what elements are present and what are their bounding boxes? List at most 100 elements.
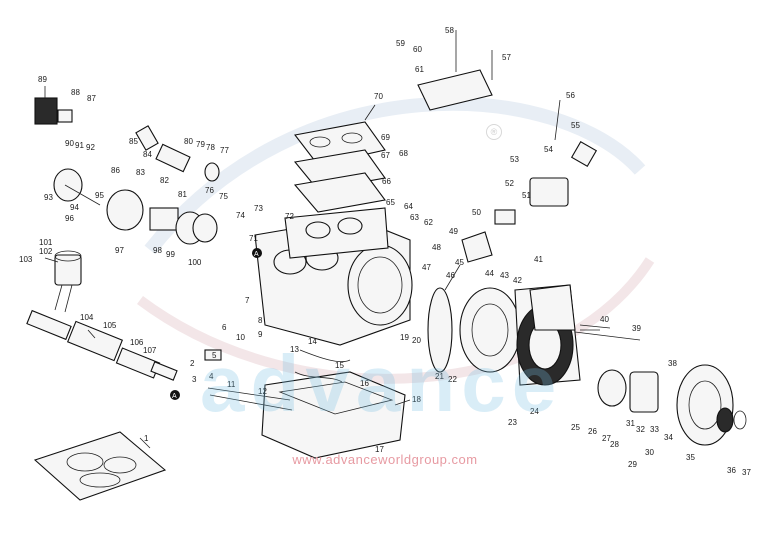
callout-label-16: 16 — [360, 379, 369, 388]
callout-label-58: 58 — [445, 26, 454, 35]
callout-label-12: 12 — [258, 387, 267, 396]
flange-part — [53, 168, 218, 245]
callout-label-89: 89 — [38, 75, 47, 84]
callout-label-85: 85 — [129, 137, 138, 146]
callout-label-93: 93 — [44, 193, 53, 202]
callout-label-55: 55 — [571, 121, 580, 130]
callout-label-29: 29 — [628, 460, 637, 469]
callout-label-73: 73 — [254, 204, 263, 213]
callout-label-49: 49 — [449, 227, 458, 236]
registered-mark-icon: ® — [486, 124, 502, 140]
crankshaft-part — [26, 309, 178, 381]
callout-label-46: 46 — [446, 271, 455, 280]
callout-label-41: 41 — [534, 255, 543, 264]
callout-label-15: 15 — [335, 361, 344, 370]
callout-label-1: 1 — [144, 434, 149, 443]
callout-label-61: 61 — [415, 65, 424, 74]
callout-label-87: 87 — [87, 94, 96, 103]
callout-label-25: 25 — [571, 423, 580, 432]
callout-label-60: 60 — [413, 45, 422, 54]
callout-label-59: 59 — [396, 39, 405, 48]
callout-label-104: 104 — [80, 313, 94, 322]
callout-label-96: 96 — [65, 214, 74, 223]
watermark-logo-text: advance — [200, 339, 563, 428]
callout-label-107: 107 — [143, 346, 157, 355]
callout-label-13: 13 — [290, 345, 299, 354]
callout-label-30: 30 — [645, 448, 654, 457]
callout-label-72: 72 — [285, 212, 294, 221]
callout-label-86: 86 — [111, 166, 120, 175]
callout-label-43: 43 — [500, 271, 509, 280]
callout-label-84: 84 — [143, 150, 152, 159]
piston-assembly-part — [54, 250, 82, 313]
svg-text:A: A — [254, 251, 259, 258]
callout-label-17: 17 — [375, 445, 384, 454]
callout-label-32: 32 — [636, 425, 645, 434]
cylinder-head-part — [293, 121, 386, 213]
callout-label-3: 3 — [192, 375, 197, 384]
callout-label-97: 97 — [115, 246, 124, 255]
callout-label-36: 36 — [727, 466, 736, 475]
pulley-part — [574, 324, 747, 446]
callout-label-50: 50 — [472, 208, 481, 217]
callout-label-92: 92 — [86, 143, 95, 152]
callout-label-94: 94 — [70, 203, 79, 212]
callout-label-101: 101 — [39, 238, 53, 247]
gasket-set-part — [33, 431, 167, 501]
callout-label-45: 45 — [455, 258, 464, 267]
callout-label-90: 90 — [65, 139, 74, 148]
callout-label-56: 56 — [566, 91, 575, 100]
crankcase-body-part — [254, 207, 413, 346]
callout-label-48: 48 — [432, 243, 441, 252]
callout-label-57: 57 — [502, 53, 511, 62]
callout-label-69: 69 — [381, 133, 390, 142]
callout-label-103: 103 — [19, 255, 33, 264]
oil-sump-part — [261, 371, 406, 459]
callout-label-91: 91 — [75, 141, 84, 150]
callout-label-31: 31 — [626, 419, 635, 428]
callout-label-19: 19 — [400, 333, 409, 342]
callout-label-100: 100 — [188, 258, 202, 267]
leader-lines — [44, 86, 600, 449]
callout-label-70: 70 — [374, 92, 383, 101]
callout-label-9: 9 — [258, 330, 263, 339]
bearing-housing-part — [427, 284, 581, 386]
marker-a-upper: A — [252, 248, 262, 258]
callout-label-14: 14 — [308, 337, 317, 346]
callout-label-78: 78 — [206, 143, 215, 152]
callout-label-37: 37 — [742, 468, 751, 477]
callout-label-75: 75 — [219, 192, 228, 201]
callout-label-10: 10 — [236, 333, 245, 342]
callout-label-99: 99 — [166, 250, 175, 259]
svg-text:A: A — [172, 393, 177, 400]
callout-label-64: 64 — [404, 202, 413, 211]
callout-label-42: 42 — [513, 276, 522, 285]
callout-label-106: 106 — [130, 338, 144, 347]
callout-label-71: 71 — [249, 234, 258, 243]
callout-label-27: 27 — [602, 434, 611, 443]
callout-label-62: 62 — [424, 218, 433, 227]
callout-label-11: 11 — [227, 380, 236, 389]
callout-label-2: 2 — [190, 359, 195, 368]
callout-label-67: 67 — [381, 151, 390, 160]
callout-label-23: 23 — [508, 418, 517, 427]
callout-label-63: 63 — [410, 213, 419, 222]
callout-label-40: 40 — [600, 315, 609, 324]
callout-label-79: 79 — [196, 140, 205, 149]
callout-label-47: 47 — [422, 263, 431, 272]
callout-label-81: 81 — [178, 190, 187, 199]
callout-label-76: 76 — [205, 186, 214, 195]
strainer-part — [135, 125, 220, 182]
callout-label-22: 22 — [448, 375, 457, 384]
callout-label-82: 82 — [160, 176, 169, 185]
callout-label-8: 8 — [258, 316, 263, 325]
watermark-swoosh-lower — [137, 257, 655, 384]
callout-label-51: 51 — [522, 191, 531, 200]
top-cover-part — [417, 30, 493, 111]
callout-label-7: 7 — [245, 296, 250, 305]
callout-label-39: 39 — [632, 324, 641, 333]
long-bolt-part — [207, 387, 293, 411]
callout-label-18: 18 — [412, 395, 421, 404]
